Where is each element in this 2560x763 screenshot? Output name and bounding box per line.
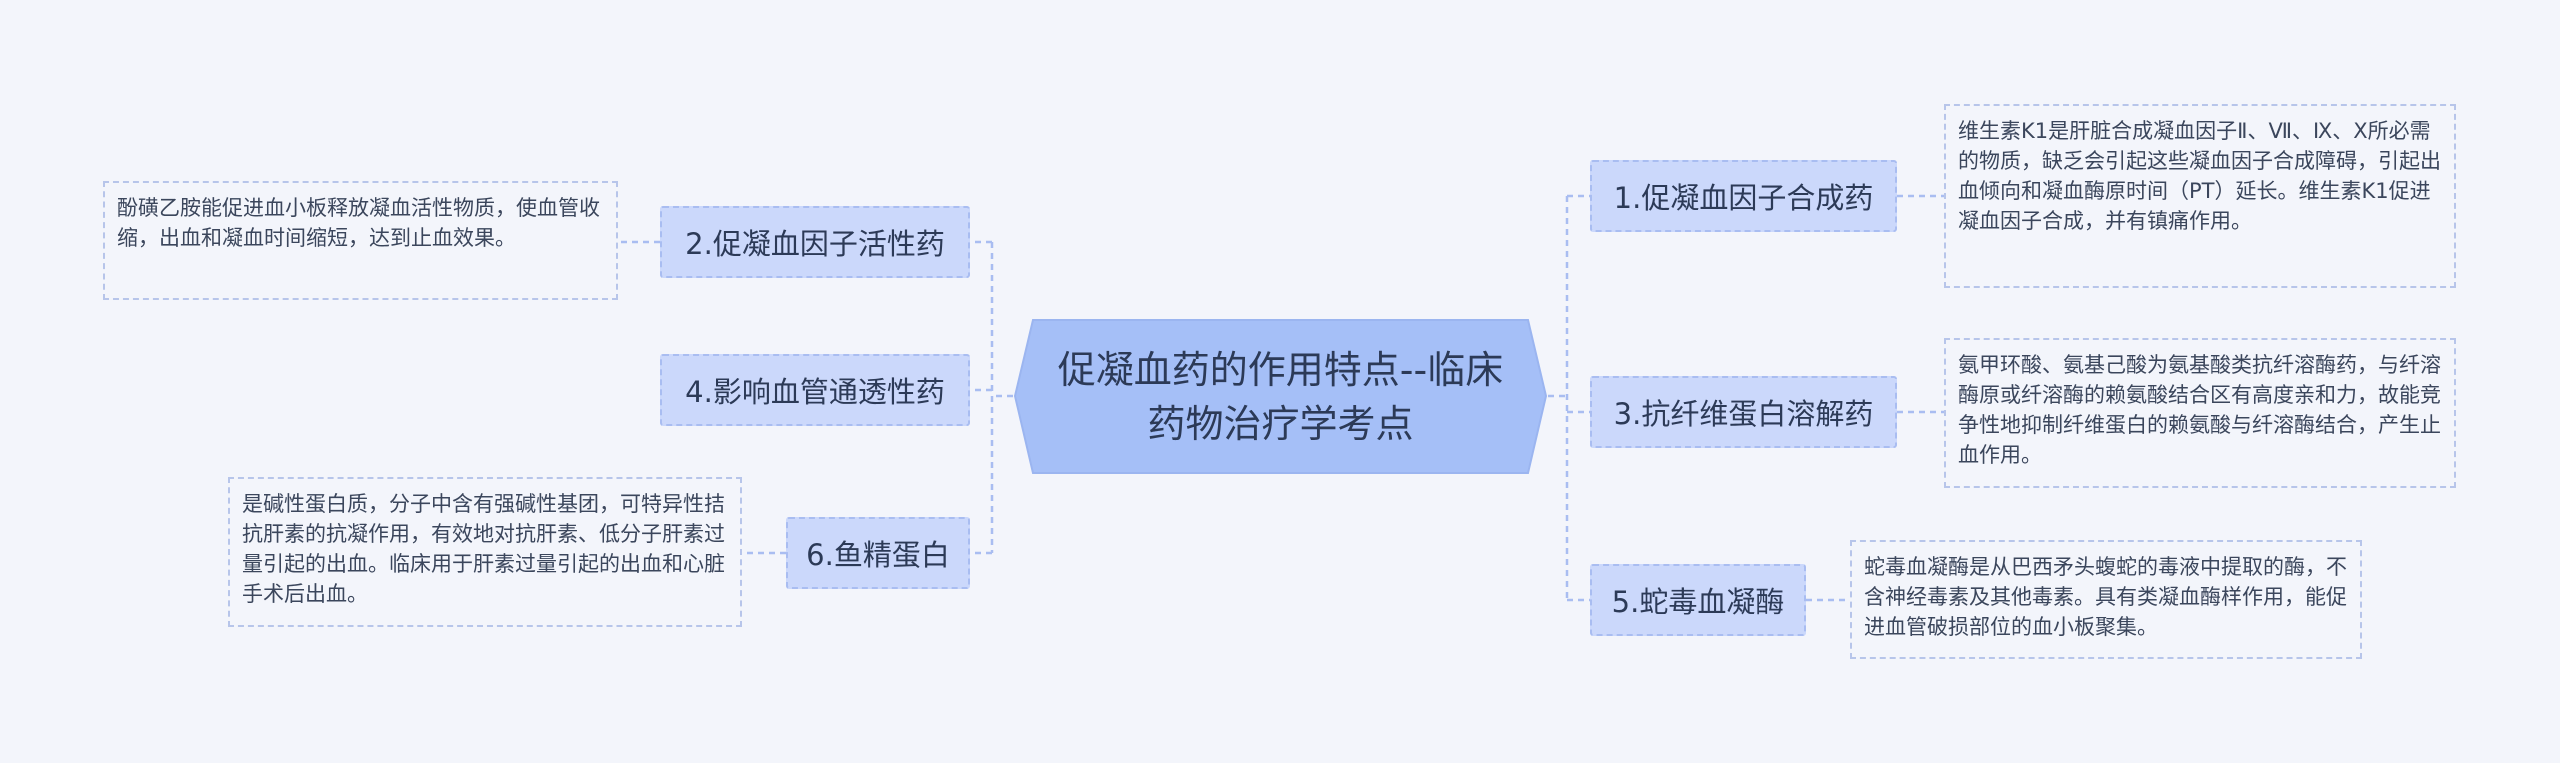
branch-5[interactable]: 5.蛇毒血凝酶 <box>1590 564 1806 636</box>
central-topic[interactable]: 促凝血药的作用特点--临床药物治疗学考点 <box>1013 318 1548 475</box>
branch-6[interactable]: 6.鱼精蛋白 <box>786 517 970 589</box>
branch-4[interactable]: 4.影响血管通透性药 <box>660 354 970 426</box>
branch-1[interactable]: 1.促凝血因子合成药 <box>1590 160 1897 232</box>
central-topic-title: 促凝血药的作用特点--临床药物治疗学考点 <box>1057 347 1504 446</box>
note-branch-6: 是碱性蛋白质，分子中含有强碱性基团，可特异性拮抗肝素的抗凝作用，有效地对抗肝素、… <box>228 477 742 627</box>
note-branch-1: 维生素K1是肝脏合成凝血因子Ⅱ、Ⅶ、Ⅸ、Ⅹ所必需的物质，缺乏会引起这些凝血因子合… <box>1944 104 2456 288</box>
note-branch-2: 酚磺乙胺能促进血小板释放凝血活性物质，使血管收缩，出血和凝血时间缩短，达到止血效… <box>103 181 618 300</box>
branch-2[interactable]: 2.促凝血因子活性药 <box>660 206 970 278</box>
note-branch-3: 氨甲环酸、氨基己酸为氨基酸类抗纤溶酶药，与纤溶酶原或纤溶酶的赖氨酸结合区有高度亲… <box>1944 338 2456 488</box>
central-topic-shape <box>1013 319 1548 474</box>
branch-3[interactable]: 3.抗纤维蛋白溶解药 <box>1590 376 1897 448</box>
note-branch-5: 蛇毒血凝酶是从巴西矛头蝮蛇的毒液中提取的酶，不含神经毒素及其他毒素。具有类凝血酶… <box>1850 540 2362 659</box>
